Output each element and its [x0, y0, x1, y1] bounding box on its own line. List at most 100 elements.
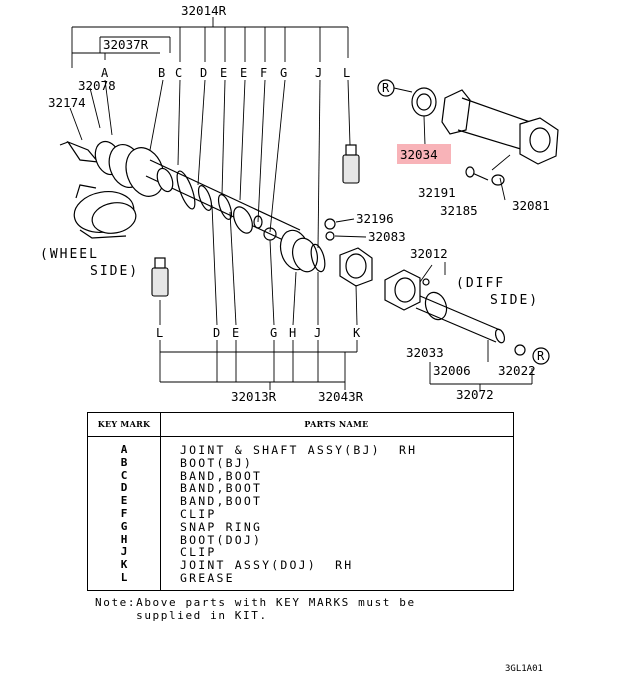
key-mark-top-B: B: [158, 66, 165, 80]
key-mark-bottom-G: G: [270, 326, 277, 340]
part-32191: 32191: [418, 185, 456, 200]
table-row: H BOOT(DOJ): [88, 532, 513, 547]
part-32013R: 32013R: [231, 389, 277, 404]
key-mark-bottom-D: D: [213, 326, 220, 340]
row-key: D: [120, 481, 128, 495]
r-symbol-bottom: R: [532, 347, 550, 365]
row-name: SNAP RING: [180, 519, 263, 534]
row-name: JOINT & SHAFT ASSY(BJ) RH: [180, 443, 418, 457]
part-32174: 32174: [48, 95, 86, 110]
row-key: G: [120, 519, 128, 533]
row-name: BOOT(DOJ): [180, 532, 263, 547]
table-rows: A JOINT & SHAFT ASSY(BJ) RH B BOOT(BJ) C BA…: [88, 443, 513, 585]
part-32037R: 32037R: [103, 37, 149, 52]
row-key: E: [120, 494, 128, 508]
key-mark-bottom-H: H: [289, 326, 296, 340]
row-key: H: [120, 532, 128, 546]
key-mark-bottom-L: L: [156, 326, 163, 340]
row-key: B: [120, 455, 128, 469]
header-parts-name: PARTS NAME: [304, 419, 369, 429]
diff-part-brackets: [429, 177, 533, 392]
part-32014R: 32014R: [181, 3, 227, 18]
part-32072: 32072: [456, 387, 494, 402]
part-32078: 32078: [78, 78, 116, 93]
row-name: CLIP: [180, 506, 217, 521]
key-mark-top-E1: E: [220, 66, 227, 80]
key-mark-top-L: L: [343, 66, 350, 80]
diff-side-label-line1: (DIFF: [456, 276, 505, 291]
kit-note: Note:Above parts with KEY MARKS must be …: [95, 596, 416, 622]
key-mark-top-C: C: [175, 66, 182, 80]
row-key: L: [120, 570, 128, 584]
row-key: K: [120, 558, 128, 572]
highlight-32034: [397, 144, 451, 164]
row-key: C: [120, 468, 128, 482]
top-leader-lines: [69, 79, 351, 249]
note-line-2: supplied in KIT.: [95, 609, 268, 622]
part-32034: 32034: [400, 147, 438, 162]
part-32033: 32033: [406, 345, 444, 360]
key-mark-top-F: F: [260, 66, 267, 80]
table-row: A JOINT & SHAFT ASSY(BJ) RH: [88, 443, 513, 457]
key-mark-bottom-E: E: [232, 326, 239, 340]
row-name: BOOT(BJ): [180, 455, 253, 470]
top-kit-bracket: [71, 17, 349, 68]
row-key: J: [120, 545, 128, 559]
table-header: KEY MARK PARTS NAME: [88, 413, 513, 437]
wheel-side-label-line2: SIDE): [90, 264, 139, 279]
doj-joint: [339, 247, 373, 287]
part-32012: 32012: [410, 246, 448, 261]
row-name: BAND,BOOT: [180, 468, 263, 483]
key-mark-table: KEY MARK PARTS NAME A JOINT & SHAFT ASSY(…: [87, 412, 514, 591]
bottom-kit-bracket: [159, 204, 358, 390]
key-mark-bottom-K: K: [353, 326, 361, 340]
svg-text:R: R: [382, 81, 390, 95]
row-name: BAND,BOOT: [180, 481, 263, 496]
diff-side-joint-32033: [384, 264, 526, 356]
row-key: F: [120, 506, 128, 520]
bearing-housing-32081: [441, 89, 559, 165]
key-mark-bottom-J: J: [314, 326, 321, 340]
table-row: L GREASE: [88, 570, 513, 585]
table-row: D BAND,BOOT: [88, 482, 513, 495]
grease-tubes: [151, 144, 360, 297]
part-32185: 32185: [440, 203, 478, 218]
bj-joint-shaft-assy: [59, 140, 301, 247]
seal-32034: [411, 87, 437, 146]
doj-boot: [279, 229, 326, 273]
nut-washer-32196-32083: [324, 218, 367, 241]
diff-side-label-line2: SIDE): [490, 293, 539, 308]
key-mark-top-D: D: [200, 66, 207, 80]
part-32022: 32022: [498, 363, 536, 378]
table-divider: [160, 413, 161, 590]
row-name: JOINT ASSY(DOJ) RH: [180, 558, 354, 573]
boot-bands: [176, 170, 277, 241]
table-row: B BOOT(BJ): [88, 455, 513, 470]
key-mark-top-E2: E: [240, 66, 247, 80]
part-32083: 32083: [368, 229, 406, 244]
part-32006: 32006: [433, 363, 471, 378]
table-row: K JOINT ASSY(DOJ) RH: [88, 558, 513, 573]
table-row: G SNAP RING: [88, 519, 513, 534]
table-row: F CLIP: [88, 506, 513, 521]
header-key-mark: KEY MARK: [97, 419, 151, 429]
table-row: J CLIP: [88, 546, 513, 559]
key-mark-top-G: G: [280, 66, 287, 80]
part-32196: 32196: [356, 211, 394, 226]
row-key: A: [120, 443, 128, 456]
row-name: GREASE: [180, 570, 235, 585]
table-row: E BAND,BOOT: [88, 494, 513, 509]
drawing-code: 3GL1A01: [505, 664, 543, 674]
wheel-side-label-line1: (WHEEL: [40, 247, 99, 262]
key-mark-top-J: J: [315, 66, 322, 80]
key-mark-top-A: A: [101, 66, 109, 80]
row-name: BAND,BOOT: [180, 494, 263, 509]
part-32081: 32081: [512, 198, 550, 213]
bolt-nut-32191-32185: [465, 154, 511, 186]
part-32043R: 32043R: [318, 389, 364, 404]
bj-boot: [73, 184, 137, 239]
row-name: CLIP: [180, 545, 217, 560]
r-symbol-top: R: [377, 79, 413, 97]
svg-text:R: R: [537, 349, 545, 363]
